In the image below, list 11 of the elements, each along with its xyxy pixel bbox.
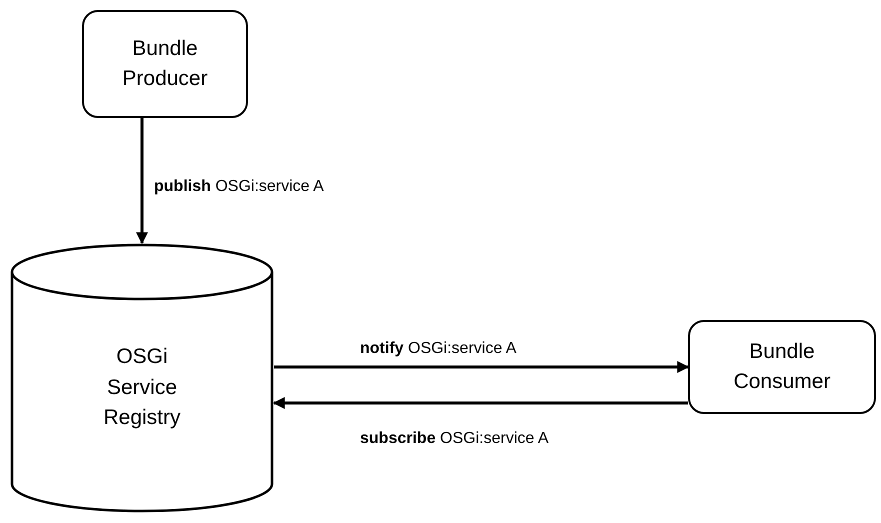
node-label: Bundle Producer [121,36,209,92]
arrow [274,361,690,373]
arrow [272,397,688,409]
edge-label: publish OSGi:service A [152,178,326,196]
arrow [136,118,148,244]
node-label: OSGi Service Registry [102,344,182,432]
process-box [82,10,248,118]
edge-label: notify OSGi:service A [358,340,518,358]
node-label: Bundle Consumer [732,338,832,395]
process-box [688,320,876,414]
database-cylinder [10,243,274,513]
